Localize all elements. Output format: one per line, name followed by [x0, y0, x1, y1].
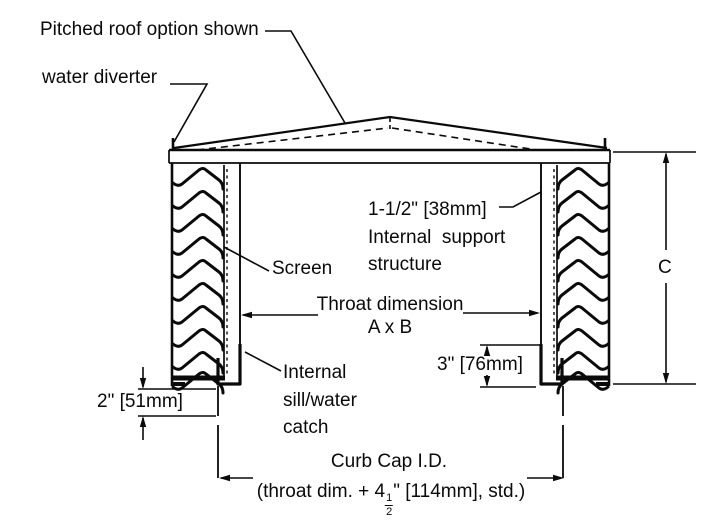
dim-curb-lines	[219, 474, 564, 482]
internal-sill-water-catch	[216, 344, 564, 386]
curb-formula-suffix: " [114mm], std.)	[393, 481, 526, 502]
curb-cap-id-label: Curb Cap I.D.	[330, 451, 448, 472]
throat-axb-label: A x B	[367, 317, 413, 338]
fraction-numerator: 1	[385, 492, 394, 506]
support-label-line1: 1-1/2" [38mm]	[368, 199, 487, 220]
dim-c-lines	[613, 151, 696, 385]
dim-3in-label: 3" [76mm]	[437, 354, 523, 375]
dim-2in-label: 2" [51mm]	[97, 391, 183, 412]
curb-formula-prefix: (throat dim. + 4	[256, 481, 386, 502]
sill-label-line3: catch	[283, 417, 329, 438]
dim-throat-lines	[241, 309, 540, 319]
throat-dimension-label: Throat dimension	[316, 294, 464, 315]
fraction-denominator: 2	[386, 506, 393, 518]
internal-support-structure	[239, 163, 542, 346]
dim-3in-lines	[480, 344, 540, 388]
support-label-line2: Internal support	[368, 227, 506, 248]
dim-c-label: C	[658, 257, 672, 278]
bottom-plates	[171, 375, 610, 386]
sill-label-line1: Internal	[283, 362, 347, 383]
louver-blades-right	[556, 167, 610, 395]
pitched-roof	[173, 115, 608, 151]
screen-mesh-lines	[226, 169, 555, 374]
dim-2in-lines	[138, 367, 216, 440]
water-diverter-label: water diverter	[42, 67, 158, 88]
pitched-roof-label: Pitched roof option shown	[40, 19, 259, 40]
louver-blades-left	[171, 167, 225, 395]
screen-label: Screen	[272, 258, 333, 279]
sill-label-line2: sill/water	[283, 390, 357, 411]
top-cap	[168, 148, 611, 164]
leader-lines	[170, 30, 542, 372]
curb-cap-legs	[217, 386, 564, 478]
water-diverter-ticks	[171, 138, 607, 150]
support-label-line3: structure	[368, 254, 442, 275]
